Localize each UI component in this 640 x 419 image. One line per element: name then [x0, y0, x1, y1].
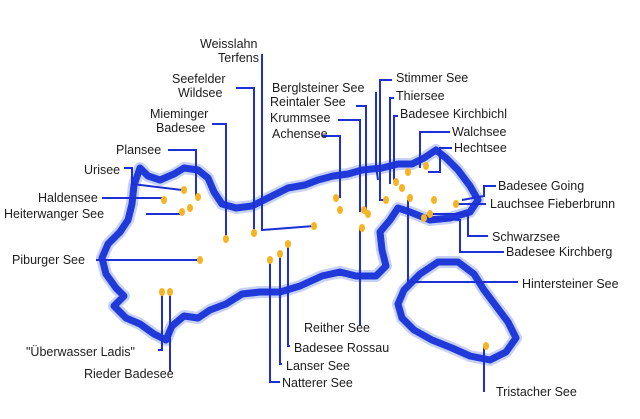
label-kirchbichl: Badesee Kirchbichl — [400, 107, 507, 121]
lake-marker — [333, 194, 339, 202]
label-natterer: Natterer See — [282, 376, 353, 390]
label-ueberwasser: "Überwasser Ladis" — [26, 345, 135, 359]
leader-reintaler — [356, 105, 367, 212]
label-lauch: Lauchsee Fieberbrunn — [490, 197, 615, 211]
lake-marker — [365, 210, 371, 218]
leader-thier — [389, 97, 394, 184]
label-walch: Walchsee — [452, 125, 506, 139]
label-reintaler: Reintaler See — [270, 95, 346, 109]
leader-hinterst — [407, 200, 518, 283]
leader-hecht — [428, 147, 452, 173]
lake-marker — [311, 222, 317, 230]
leader-mieminger — [212, 123, 227, 238]
lake-marker — [453, 200, 459, 208]
label-stimmer: Stimmer See — [396, 71, 468, 85]
label-heiterwanger: Heiterwanger See — [4, 207, 104, 221]
leader-achen — [322, 135, 341, 198]
label-mieminger: Mieminger — [150, 107, 208, 121]
label-lanser: Lanser See — [286, 359, 350, 373]
label-seefelder: Seefelder — [172, 72, 226, 86]
lake-marker — [337, 206, 343, 214]
label-krumm: Krummsee — [270, 111, 330, 125]
label-badesee: Badesee — [156, 121, 205, 135]
lake-labels: Weisslahn Terfens Seefelder Wildsee Miem… — [4, 37, 619, 399]
label-achen: Achensee — [272, 127, 328, 141]
label-rossau: Badesee Rossau — [294, 341, 389, 355]
label-going: Badesee Going — [498, 179, 584, 193]
label-reither: Reither See — [304, 321, 370, 335]
leader-schwarz — [432, 213, 488, 237]
east-tyrol-border — [392, 256, 522, 366]
leader-kirchberg — [427, 217, 504, 253]
lake-marker — [285, 240, 291, 248]
leader-seefelder — [236, 87, 255, 232]
lake-marker — [427, 210, 433, 218]
leader-lanser — [279, 254, 282, 365]
leader-going — [461, 185, 496, 201]
north-tyrol-border — [96, 144, 484, 346]
leader-walch — [419, 131, 450, 168]
label-schwarz: Schwarzsee — [492, 230, 560, 244]
lake-marker — [483, 342, 489, 350]
lake-marker — [393, 178, 399, 186]
lake-marker — [399, 184, 405, 192]
lake-marker — [405, 168, 411, 176]
lake-marker — [187, 204, 193, 212]
label-wildsee: Wildsee — [178, 86, 223, 100]
label-terfens: Terfens — [218, 51, 259, 65]
label-thier: Thiersee — [396, 89, 445, 103]
lake-marker — [195, 193, 201, 201]
lake-marker — [161, 196, 167, 204]
leader-rossau — [287, 244, 290, 347]
label-bergl: Berglsteiner See — [272, 81, 364, 95]
lake-marker — [197, 256, 203, 264]
lake-markers — [159, 162, 489, 350]
leader-urisee — [124, 167, 183, 191]
label-weisslahn: Weisslahn — [200, 37, 257, 51]
lake-marker — [159, 288, 165, 296]
lake-marker — [267, 256, 273, 264]
label-hinterst: Hintersteiner See — [522, 277, 619, 291]
lake-marker — [359, 224, 365, 232]
leader-lines — [96, 54, 518, 392]
label-plansee: Plansee — [116, 143, 161, 157]
label-rieder: Rieder Badesee — [84, 367, 174, 381]
label-hecht: Hechtsee — [454, 141, 507, 155]
lake-marker — [423, 162, 429, 170]
label-kirchberg: Badesee Kirchberg — [506, 245, 612, 259]
leader-ueberwasser — [158, 294, 163, 351]
leader-kirchbichl — [393, 115, 398, 180]
label-haldensee: Haldensee — [38, 191, 98, 205]
lake-marker — [421, 214, 427, 222]
leader-weisslahn — [261, 54, 315, 232]
lake-marker — [181, 186, 187, 194]
label-tristach: Tristacher See — [496, 385, 577, 399]
leader-krumm — [338, 119, 361, 212]
lake-marker — [407, 194, 413, 202]
lake-marker — [431, 196, 437, 204]
leader-bergl — [375, 92, 379, 181]
lake-marker — [251, 229, 257, 237]
lake-marker — [383, 196, 389, 204]
lake-marker — [167, 288, 173, 296]
lake-marker — [179, 208, 185, 216]
leader-natterer — [269, 260, 280, 383]
leader-plansee — [168, 149, 197, 196]
lake-marker — [277, 250, 283, 258]
lake-marker — [223, 235, 229, 243]
label-piburger: Piburger See — [12, 253, 85, 267]
label-urisee: Urisee — [84, 163, 120, 177]
